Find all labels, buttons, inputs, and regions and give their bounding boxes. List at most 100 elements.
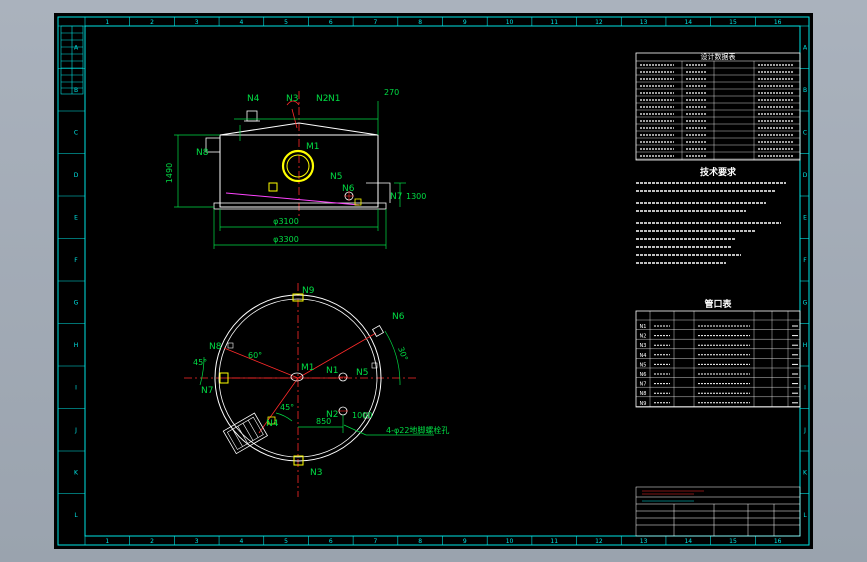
roof-nozzle-n4 <box>246 110 258 122</box>
plan-view: N9 N8 N7 N6 N5 N4 N3 N2 N1 M1 30° 45° 45… <box>184 283 449 497</box>
nozzle-table-row-label: N6 <box>640 372 647 378</box>
border-number-top: 12 <box>595 19 603 26</box>
label-n3-plan: N3 <box>310 468 322 478</box>
border-number-top: 5 <box>284 19 288 26</box>
border-letter-left: H <box>74 342 79 349</box>
border-number-top: 11 <box>550 19 558 26</box>
border-number-top: 14 <box>684 19 692 26</box>
border-number-bottom: 15 <box>729 538 737 545</box>
nozzle-table-row-label: N7 <box>640 382 647 388</box>
label-n5-elev: N5 <box>330 172 342 182</box>
manway-m1 <box>281 149 315 183</box>
border-letter-left: F <box>74 257 78 264</box>
dim-shell-height: 1490 <box>165 163 174 183</box>
border-number-bottom: 13 <box>640 538 648 545</box>
anchor-bolt-note: 4-φ22地脚螺栓孔 <box>386 425 449 435</box>
border-number-bottom: 7 <box>374 538 378 545</box>
border-number-top: 3 <box>195 19 199 26</box>
border-letter-right: K <box>803 469 808 476</box>
border-number-top: 4 <box>239 19 243 26</box>
label-n8-plan: N8 <box>209 342 222 352</box>
label-m1-elev: M1 <box>306 142 320 152</box>
nozzle-table-row-label: N5 <box>640 362 647 368</box>
label-n5-plan: N5 <box>356 368 368 378</box>
border-ticks: 1122334455667788991010111112121313141415… <box>58 17 809 545</box>
border-letter-left: D <box>74 172 79 179</box>
label-n9-plan: N9 <box>302 286 315 296</box>
border-letter-right: A <box>803 44 808 51</box>
border-number-bottom: 16 <box>774 538 782 545</box>
border-letter-left: A <box>74 44 79 51</box>
border-letter-left: I <box>75 384 77 391</box>
dim-shell-diameter: φ3100 <box>273 217 299 226</box>
bottom-slope-line <box>225 192 360 206</box>
design-data-table: 设计数据表 <box>635 52 801 161</box>
nozzle-n4-plan <box>222 412 269 455</box>
label-n1-elev: N1 <box>328 94 340 104</box>
nozzle-table-row-label: N1 <box>640 324 647 330</box>
label-n7-elev: N7 <box>390 192 402 202</box>
border-number-bottom: 1 <box>105 538 109 545</box>
border-number-bottom: 11 <box>550 538 558 545</box>
title-block <box>635 486 801 537</box>
border-number-top: 10 <box>506 19 514 26</box>
nozzle-n9-plan <box>292 293 304 302</box>
technical-requirements: 技术要求 <box>636 166 786 264</box>
border-letter-left: K <box>74 469 79 476</box>
border-letter-left: E <box>74 214 78 221</box>
angle-45-a: 45° <box>193 358 207 367</box>
border-letter-right: D <box>803 172 808 179</box>
angle-30: 30° <box>396 346 409 362</box>
dim-850: 850 <box>316 417 331 426</box>
label-n7-plan: N7 <box>201 386 213 396</box>
border-letter-right: J <box>803 427 806 434</box>
elevation-dimensions <box>174 101 406 249</box>
nozzle-m1-plan <box>290 372 304 382</box>
border-letter-right: L <box>803 512 807 519</box>
border-letter-right: H <box>803 342 808 349</box>
tank-bottom-plate <box>213 202 387 210</box>
border-letter-right: C <box>803 129 807 136</box>
label-n1-plan: N1 <box>326 366 338 376</box>
border-number-top: 16 <box>774 19 782 26</box>
nozzle-table-row-label: N8 <box>640 391 647 397</box>
dim-1000: 1000 <box>352 411 372 420</box>
border-number-bottom: 14 <box>684 538 692 545</box>
border-number-bottom: 10 <box>506 538 514 545</box>
label-n2-plan: N2 <box>326 410 338 420</box>
nozzle-n6-plan <box>371 324 385 338</box>
nozzle-table-row-label: N2 <box>640 334 647 340</box>
label-n2-elev: N2 <box>316 94 328 104</box>
label-n8-elev: N8 <box>196 148 209 158</box>
tank-plan-inner <box>218 298 378 458</box>
border-letter-right: I <box>804 384 806 391</box>
label-n4-elev: N4 <box>247 94 260 104</box>
border-number-top: 8 <box>418 19 422 26</box>
border-letter-left: J <box>74 427 77 434</box>
nozzle-table-row-label: N9 <box>640 401 647 407</box>
nozzle-table-title: 管口表 <box>704 298 732 310</box>
border-letter-right: B <box>803 87 807 94</box>
label-n6-elev: N6 <box>342 184 355 194</box>
border-number-bottom: 8 <box>418 538 422 545</box>
cad-drawing: 1122334455667788991010111112121313141415… <box>57 16 810 546</box>
inner-frame <box>84 25 801 537</box>
tank-roof <box>219 122 379 136</box>
border-number-bottom: 9 <box>463 538 467 545</box>
dim-nozzle-elev: 1300 <box>406 192 426 201</box>
border-number-bottom: 3 <box>195 538 199 545</box>
border-number-bottom: 6 <box>329 538 333 545</box>
border-letter-right: F <box>803 257 807 264</box>
angle-45-b: 45° <box>280 403 294 412</box>
label-n3-elev: N3 <box>286 94 298 104</box>
border-number-top: 9 <box>463 19 467 26</box>
dim-base-diameter: φ3300 <box>273 235 299 244</box>
tank-shell <box>219 134 379 208</box>
border-number-bottom: 12 <box>595 538 603 545</box>
border-number-top: 1 <box>105 19 109 26</box>
side-nozzle-box <box>205 137 221 153</box>
tech-req-title: 技术要求 <box>700 166 737 178</box>
label-n4-plan: N4 <box>266 419 279 429</box>
border-number-top: 2 <box>150 19 154 26</box>
